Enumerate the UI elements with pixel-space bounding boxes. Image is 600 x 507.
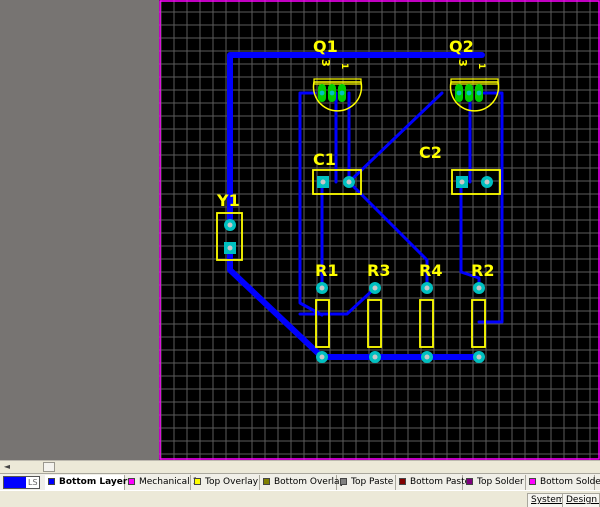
component-r1[interactable]: R1: [315, 261, 338, 363]
designator-r4: R4: [419, 261, 442, 280]
layer-set-label: LS: [28, 478, 38, 487]
pin-label-1: 1: [339, 63, 349, 69]
designator-c1: C1: [313, 150, 336, 169]
layer-tab[interactable]: Top Solder: [463, 475, 526, 490]
layer-tab-label: Bottom Layer: [59, 477, 128, 487]
layer-tab[interactable]: Mechanical 1: [125, 475, 198, 490]
layer-tab[interactable]: Bottom Solder: [526, 475, 600, 490]
designator-q2: Q2: [449, 37, 474, 56]
pin-label-3: 3: [456, 59, 469, 67]
layer-tab-label: Top Solder: [477, 477, 524, 487]
design-compiler-panel-button[interactable]: Design C: [562, 493, 600, 507]
layer-tab[interactable]: Bottom Paste: [396, 475, 470, 490]
trace-y1-top: [227, 52, 328, 228]
pcb-canvas[interactable]: Q1 3 1 Q2 3 1 C1: [159, 0, 600, 460]
trace-q2-diagonal: [347, 91, 444, 184]
scroll-left-arrow-icon[interactable]: ◄: [3, 462, 11, 471]
grid: [159, 0, 600, 460]
component-c2[interactable]: C2: [419, 143, 501, 195]
trace-c1-r4: [347, 180, 429, 290]
trace-q1-left: [298, 91, 324, 317]
component-r4[interactable]: R4: [419, 261, 442, 363]
component-c1[interactable]: C1: [312, 150, 362, 195]
designator-r3: R3: [367, 261, 390, 280]
layer-color-swatch: [466, 478, 473, 485]
layer-color-swatch: [340, 478, 347, 485]
trace-q2-right: [477, 91, 504, 324]
layer-tab[interactable]: Top Paste: [337, 475, 396, 490]
pin-label-1: 1: [476, 63, 486, 69]
layer-tab[interactable]: Bottom Overlay: [260, 475, 345, 490]
designator-r2: R2: [471, 261, 494, 280]
layer-tab-label: Top Paste: [351, 477, 394, 487]
layer-tab-label: Bottom Overlay: [274, 477, 345, 487]
scroll-thumb[interactable]: [43, 462, 55, 472]
component-q2[interactable]: Q2 3 1: [449, 37, 500, 112]
layer-tab-label: Bottom Paste: [410, 477, 471, 487]
layer-tab[interactable]: Bottom Layer: [45, 475, 128, 490]
layer-color-swatch: [194, 478, 201, 485]
layer-tab-bar: LS Bottom Layer Mechanical 1 Top Overlay Bo…: [0, 473, 600, 490]
component-q1[interactable]: Q1 3 1: [312, 37, 363, 112]
layer-color-swatch: [48, 478, 55, 485]
designator-c2: C2: [419, 143, 442, 162]
designator-y1: Y1: [216, 191, 240, 210]
layer-tab-label: Bottom Solder: [540, 477, 600, 487]
designator-q1: Q1: [313, 37, 338, 56]
trace-y1-bottom: [227, 245, 325, 360]
layer-tab-label: Mechanical 1: [139, 477, 199, 487]
component-y1[interactable]: Y1: [216, 191, 243, 261]
layer-color-swatch: [128, 478, 135, 485]
board-outline: [159, 0, 600, 460]
layer-tab-label: Top Overlay: [205, 477, 259, 487]
status-bar: System Design C: [0, 490, 600, 507]
current-layer-swatch: [4, 477, 26, 488]
workspace-margin: [0, 0, 159, 460]
layer-tab[interactable]: Top Overlay: [191, 475, 260, 490]
horizontal-scrollbar[interactable]: ◄: [0, 460, 600, 473]
component-r2[interactable]: R2: [471, 261, 494, 363]
designator-r1: R1: [315, 261, 338, 280]
layer-color-swatch: [529, 478, 536, 485]
component-r3[interactable]: R3: [367, 261, 390, 363]
layer-color-swatch: [263, 478, 270, 485]
current-layer-indicator[interactable]: LS: [3, 476, 40, 489]
pin-label-3: 3: [319, 59, 332, 67]
layer-color-swatch: [399, 478, 406, 485]
